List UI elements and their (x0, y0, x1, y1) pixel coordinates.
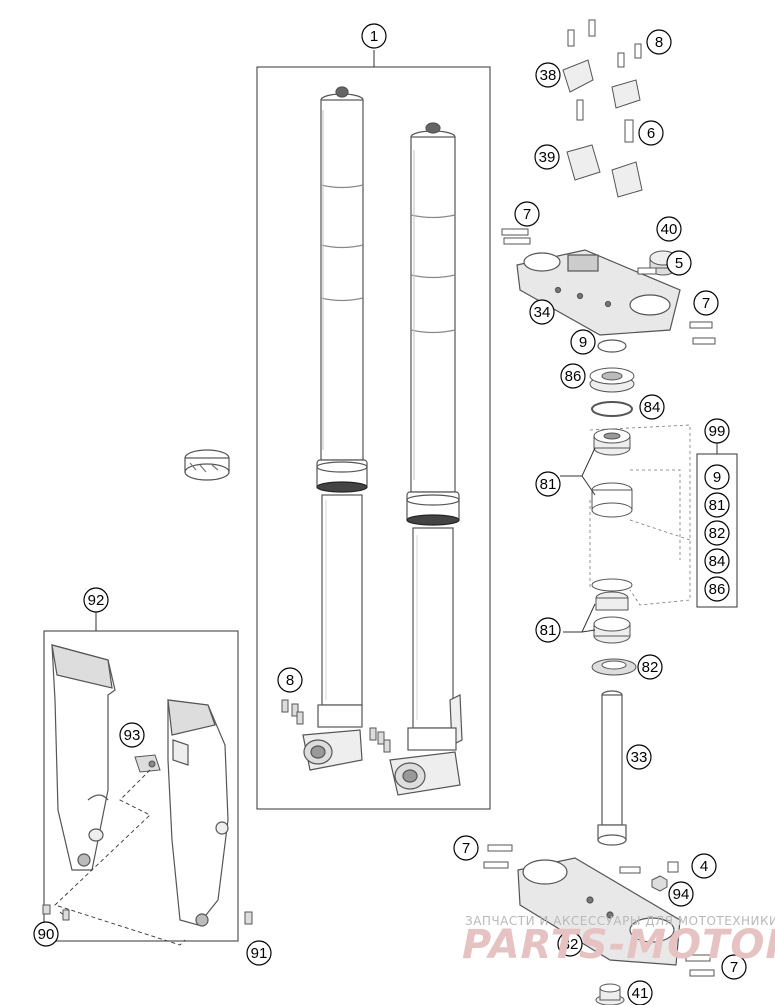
steering-stem (597, 690, 627, 846)
svg-text:7: 7 (523, 206, 531, 223)
svg-text:82: 82 (642, 659, 659, 676)
svg-text:9: 9 (713, 469, 721, 486)
triple-clamp-bolts (483, 228, 716, 977)
callout-41: 41 (627, 980, 653, 1005)
svg-text:1: 1 (370, 28, 378, 45)
svg-text:93: 93 (124, 727, 141, 744)
callout-84: 84 (639, 394, 665, 420)
callout-kit-81: 81 (704, 492, 730, 518)
svg-text:9: 9 (579, 334, 587, 351)
callout-34: 34 (529, 299, 555, 325)
fork-guard-frame (43, 630, 239, 942)
callout-92: 92 (83, 587, 109, 613)
svg-text:81: 81 (540, 476, 557, 493)
svg-text:8: 8 (286, 672, 294, 689)
callout-7-lower-right: 7 (721, 954, 747, 980)
svg-text:38: 38 (540, 67, 557, 84)
upper-triple-clamp (516, 249, 681, 336)
steering-stem-bottom-part (595, 983, 625, 1005)
handlebar-clamp-bolts (567, 19, 642, 143)
svg-text:91: 91 (251, 945, 268, 962)
callout-90: 90 (33, 921, 59, 947)
right-fork-leg (389, 122, 463, 796)
svg-text:90: 90 (38, 926, 55, 943)
svg-text:82: 82 (709, 525, 726, 542)
callout-9-o-ring: 9 (570, 329, 596, 355)
callout-32: 32 (557, 931, 583, 957)
callout-7-upper-left: 7 (514, 201, 540, 227)
lower-triple-clamp (517, 857, 681, 966)
svg-text:94: 94 (673, 886, 690, 903)
handlebar-clamps (562, 59, 643, 198)
svg-text:6: 6 (647, 125, 655, 142)
callout-99: 99 (704, 418, 730, 444)
svg-text:92: 92 (88, 592, 105, 609)
dust-seal (589, 367, 635, 393)
bearing-races (591, 482, 633, 592)
svg-text:84: 84 (644, 399, 661, 416)
left-fork-leg (302, 86, 368, 771)
callout-7-lower-left: 7 (453, 835, 479, 861)
guard-screws (42, 904, 253, 925)
callout-94: 94 (668, 881, 694, 907)
svg-text:40: 40 (661, 221, 678, 238)
brake-line-clamp (134, 754, 161, 773)
svg-text:7: 7 (730, 959, 738, 976)
watermark-caption: ЗАПЧАСТИ И АКСЕССУАРЫ ДЛЯ МОТОТЕХНИКИ (465, 914, 775, 928)
svg-text:81: 81 (540, 622, 557, 639)
watermark-brand: PARTS-MOTOR.RU (462, 922, 775, 968)
callout-5: 5 (666, 250, 692, 276)
svg-text:5: 5 (675, 255, 683, 272)
svg-text:8: 8 (655, 34, 663, 51)
svg-text:86: 86 (565, 368, 582, 385)
callout-39: 39 (534, 144, 560, 170)
callout-kit-86: 86 (704, 576, 730, 602)
callout-81-upper: 81 (535, 471, 561, 497)
upper-steering-bearing (593, 428, 631, 456)
nut (651, 875, 668, 892)
callout-93: 93 (119, 722, 145, 748)
callout-38: 38 (535, 62, 561, 88)
callout-82: 82 (637, 654, 663, 680)
callout-86: 86 (560, 363, 586, 389)
svg-text:41: 41 (632, 985, 649, 1002)
svg-text:33: 33 (631, 749, 648, 766)
svg-text:32: 32 (562, 936, 579, 953)
callout-33: 33 (626, 744, 652, 770)
callout-8-handlebar: 8 (646, 29, 672, 55)
lower-seal-ring (591, 658, 637, 676)
svg-text:84: 84 (709, 553, 726, 570)
svg-text:81: 81 (709, 497, 726, 514)
callout-1: 1 (361, 23, 387, 49)
callout-kit-82: 82 (704, 520, 730, 546)
svg-text:99: 99 (709, 423, 726, 440)
callout-40: 40 (656, 216, 682, 242)
callout-7-upper-right: 7 (693, 290, 719, 316)
callout-kit-84: 84 (704, 548, 730, 574)
callout-kit-9: 9 (704, 464, 730, 490)
svg-text:39: 39 (539, 149, 556, 166)
callout-4: 4 (691, 853, 717, 879)
left-fork-guard (51, 644, 116, 871)
svg-text:86: 86 (709, 581, 726, 598)
svg-text:7: 7 (462, 840, 470, 857)
callout-81-lower: 81 (535, 617, 561, 643)
svg-text:34: 34 (534, 304, 551, 321)
svg-text:7: 7 (702, 295, 710, 312)
o-ring (597, 339, 627, 353)
callout-91: 91 (246, 940, 272, 966)
seal-ring (591, 401, 633, 417)
callout-8-fork: 8 (277, 667, 303, 693)
right-fork-guard (167, 699, 229, 927)
leader-lines (95, 447, 596, 633)
frame-head-outline (589, 424, 691, 606)
fork-seal-ring (184, 449, 230, 481)
svg-text:4: 4 (700, 858, 708, 875)
fork-clamp-bolts (281, 699, 391, 753)
lower-steering-bearing (593, 591, 631, 644)
callout-6: 6 (638, 120, 664, 146)
